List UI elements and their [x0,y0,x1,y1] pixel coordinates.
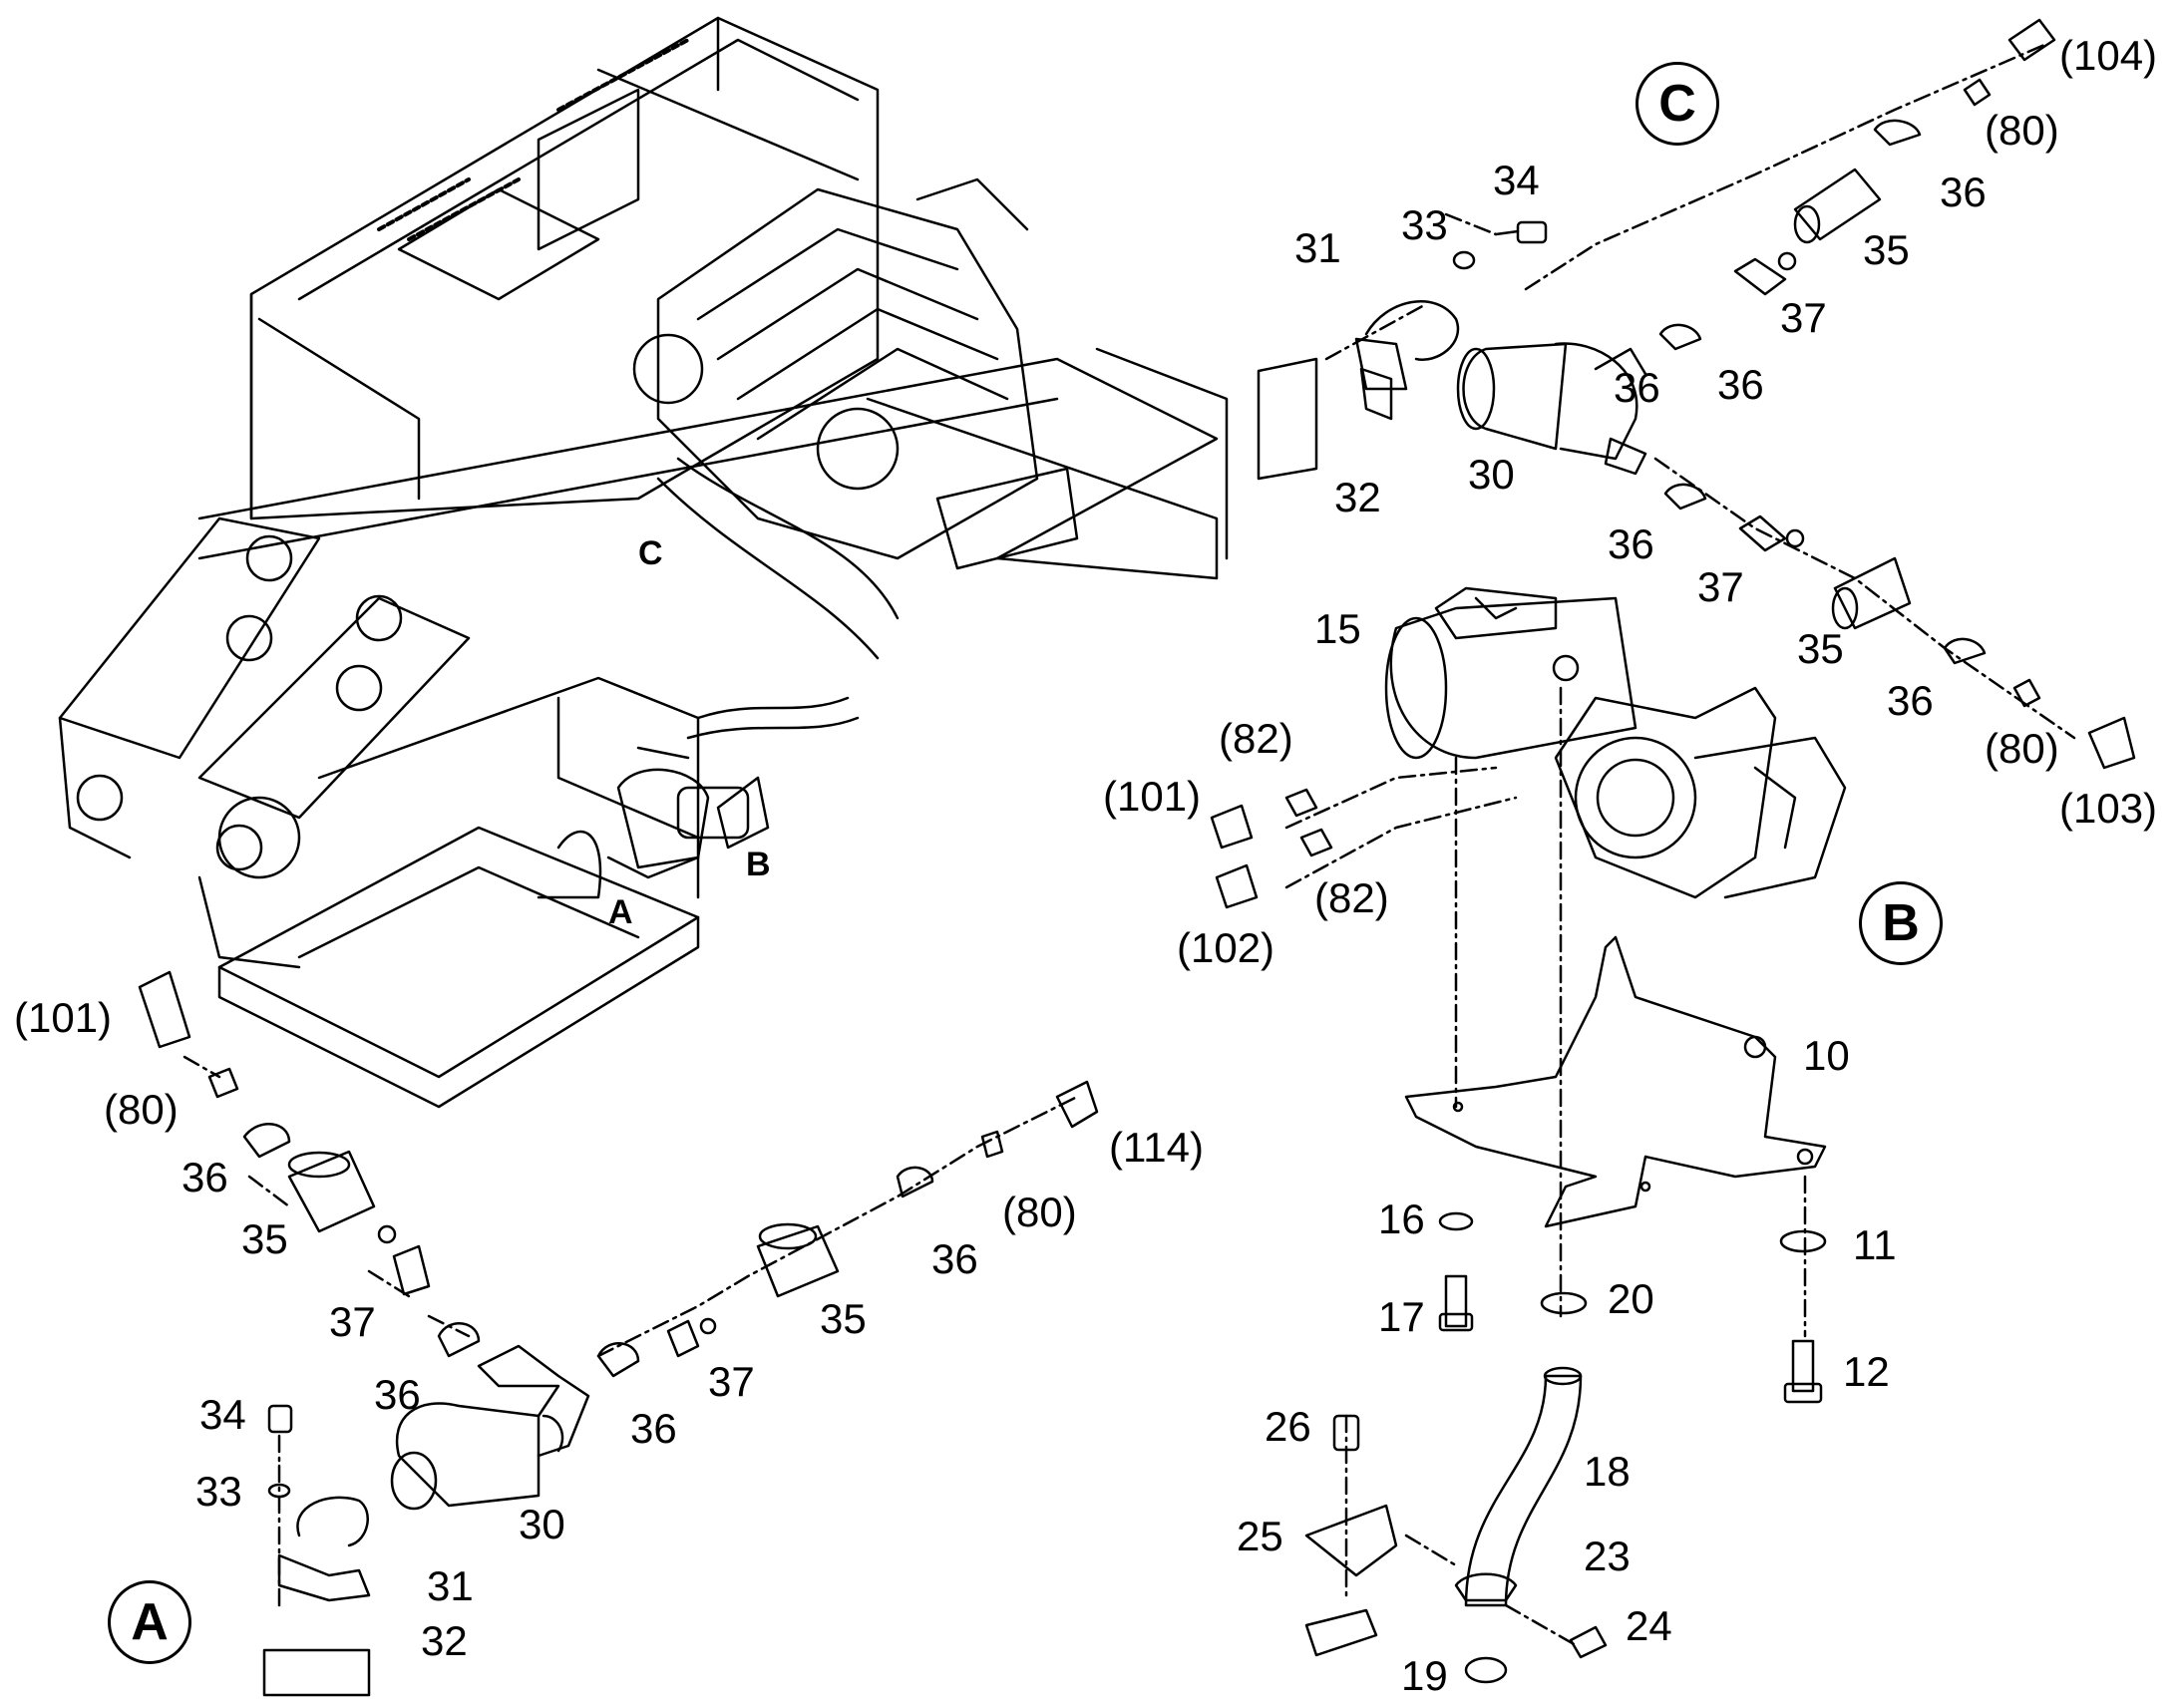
callout-c-32: 32 [1334,474,1381,520]
callout-c-103: (103) [2059,785,2158,832]
callout-b-82b: (82) [1314,874,1389,921]
callout-b-82a: (82) [1219,715,1293,762]
callout-a-35b: 35 [820,1295,867,1342]
callout-a-37b: 37 [708,1358,755,1405]
callout-c-35b: 35 [1863,226,1910,273]
callout-c-80a: (80) [1985,107,2059,154]
callout-b-10: 10 [1803,1032,1850,1079]
view-marker-c: C [1635,62,1719,146]
callout-b-26: 26 [1265,1403,1311,1450]
callout-a-36a: 36 [182,1154,228,1200]
callout-c-35a: 35 [1797,625,1844,672]
callout-a-36c: 36 [630,1405,677,1452]
callout-a-32: 32 [421,1617,468,1664]
view-a-assembly [138,970,1099,1697]
callout-b-20: 20 [1608,1275,1654,1322]
callout-c-36c: 36 [1940,169,1987,215]
view-marker-a: A [108,1580,191,1664]
callout-b-11: 11 [1853,1221,1897,1268]
callout-a-33: 33 [195,1468,242,1515]
callout-b-17: 17 [1378,1293,1425,1340]
view-marker-b: B [1859,881,1943,965]
callout-b-19: 19 [1401,1652,1448,1699]
callout-a-36b: 36 [374,1371,421,1418]
machine-label-b: B [746,846,771,883]
machine-label-c: C [638,534,663,572]
callout-c-37a: 37 [1697,563,1744,610]
callout-b-16: 16 [1378,1196,1425,1242]
callout-b-23: 23 [1584,1533,1631,1579]
callout-a-80b: (80) [1002,1189,1077,1235]
callout-b-102: (102) [1177,924,1275,971]
callout-b-24: 24 [1626,1602,1672,1649]
callout-a-80a: (80) [104,1086,179,1133]
callout-c-36a: 36 [1608,520,1654,567]
callout-c-36d: 36 [1717,361,1764,408]
callout-a-35a: 35 [241,1215,288,1262]
machine-label-a: A [608,893,633,931]
callout-c-33: 33 [1401,201,1448,248]
callout-b-12: 12 [1843,1348,1890,1395]
callout-c-37b: 37 [1780,294,1827,341]
callout-b-101: (101) [1103,773,1202,820]
callout-a-101: (101) [14,994,113,1041]
view-b-assembly [1210,586,1847,1684]
callout-c-36b: 36 [1887,677,1934,724]
callout-a-37a: 37 [329,1298,376,1345]
view-c-assembly [1257,18,2136,770]
machine-frame-drawing [58,16,1229,1109]
callout-c-31: 31 [1294,224,1341,271]
callout-c-36e: 36 [1614,364,1660,411]
callout-b-25: 25 [1237,1513,1283,1559]
callout-c-80b: (80) [1985,725,2059,772]
callout-a-114: (114) [1109,1124,1204,1171]
callout-a-36d: 36 [931,1235,978,1282]
callout-b-15: 15 [1314,605,1361,652]
callout-a-30: 30 [519,1501,565,1547]
callout-c-34: 34 [1493,157,1540,203]
callout-b-18: 18 [1584,1448,1631,1495]
callout-c-30: 30 [1468,451,1515,498]
callout-a-31: 31 [427,1562,474,1609]
callout-a-34: 34 [199,1391,246,1438]
callout-c-104: (104) [2059,32,2158,79]
